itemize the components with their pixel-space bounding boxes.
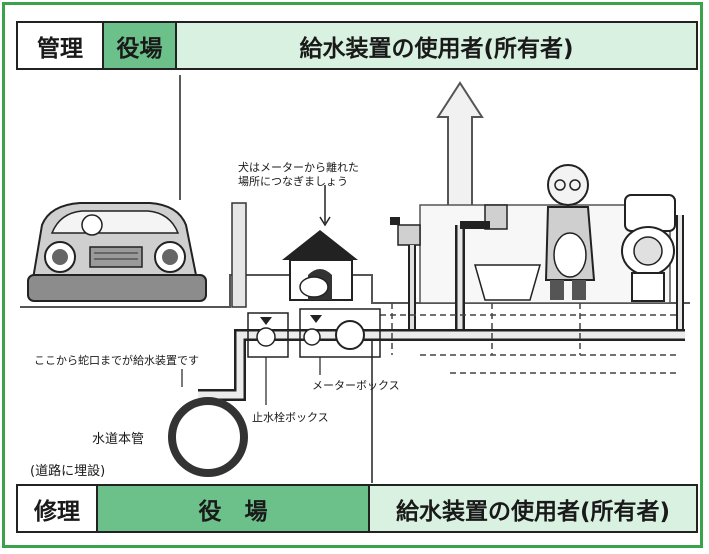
- sink-icon: [455, 204, 541, 335]
- stop-valve-box-label: 止水栓ボックス: [252, 410, 329, 424]
- toilet-icon: [621, 194, 684, 335]
- meter-icon: [335, 320, 365, 350]
- meter-box-label: メーターボックス: [312, 379, 400, 392]
- water-main-label: 水道本管: [92, 432, 144, 447]
- upward-arrow-icon: [436, 81, 484, 226]
- repair-band: 修理 役 場 給水装置の使用者(所有者): [16, 484, 698, 533]
- supply-boundary-note: ここから蛇口までが給水装置です: [34, 353, 199, 367]
- management-user-owner: 給水装置の使用者(所有者): [177, 23, 696, 68]
- outdoor-faucet-icon: [390, 217, 421, 335]
- management-town-office: 役場: [104, 23, 177, 68]
- car-icon: [27, 202, 207, 302]
- management-label: 管理: [18, 23, 104, 68]
- meter-box: [299, 308, 381, 358]
- dog-note-line2: 場所につなぎましょう: [238, 174, 348, 188]
- service-pipe: [198, 329, 685, 401]
- stop-valve-box: [247, 312, 289, 358]
- elderly-person-icon: [544, 164, 596, 300]
- dog-note-line1: 犬はメーターから離れた: [238, 160, 359, 174]
- repair-label: 修理: [18, 486, 98, 531]
- repair-town-office: 役 場: [98, 486, 370, 531]
- management-band: 管理 役場 給水装置の使用者(所有者): [16, 21, 698, 70]
- repair-user-owner: 給水装置の使用者(所有者): [370, 486, 696, 531]
- water-supply-illustration: 犬はメーターから離れた 場所につなぎましょう ここから蛇口までが給水装置です メ…: [20, 75, 690, 483]
- water-main-note: (道路に埋設): [30, 463, 105, 479]
- dog-house-icon: [282, 230, 358, 301]
- fence-post: [231, 202, 247, 308]
- water-main-pipe-icon: [168, 397, 248, 477]
- hidden-pipes: [380, 303, 680, 374]
